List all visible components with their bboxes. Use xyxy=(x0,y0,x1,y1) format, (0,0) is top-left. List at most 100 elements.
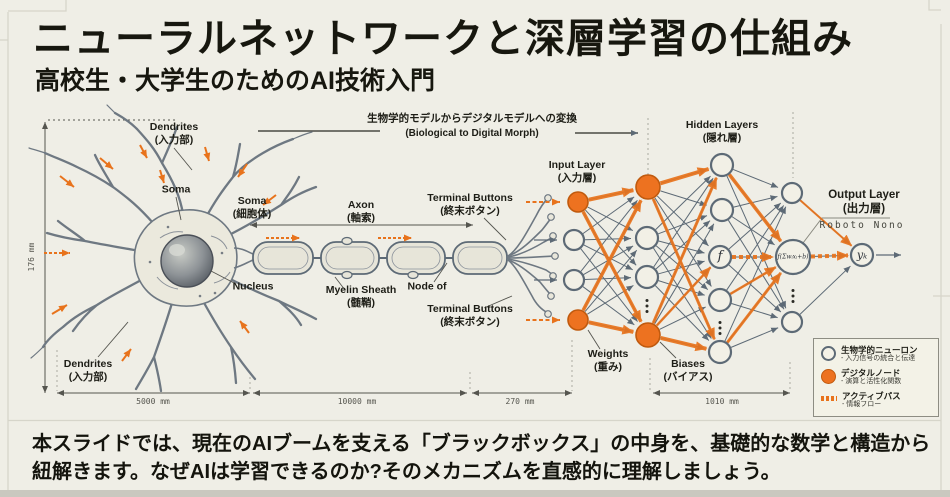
network-edge xyxy=(727,173,783,243)
ellipsis-dot xyxy=(718,326,722,330)
node-of-label: Node of xyxy=(407,280,447,293)
network-edge xyxy=(731,216,775,246)
label-en: Terminal Buttons xyxy=(427,192,513,205)
digital-node xyxy=(635,322,661,348)
label-jp: (終末ボタン) xyxy=(440,205,500,217)
axon-myelin xyxy=(233,236,508,280)
ellipsis-dot xyxy=(791,289,795,292)
label-en: Dendrites xyxy=(149,121,199,134)
network-edges xyxy=(580,168,851,350)
network-edge xyxy=(660,336,708,352)
network-edge xyxy=(588,320,635,335)
height-measurement: 176 mm xyxy=(27,242,37,272)
network-edge xyxy=(584,249,638,312)
label-en: Output Layer xyxy=(828,188,900,201)
label-en: Dendrites xyxy=(63,358,113,371)
legend-title: アクティブパス xyxy=(842,390,901,401)
network-edge xyxy=(658,280,705,296)
neuron-node xyxy=(562,268,586,292)
label-en: Biases xyxy=(671,358,705,371)
label-jp: (出力層) xyxy=(842,203,886,215)
neuron-node xyxy=(774,238,812,276)
label-jp: (入力層) xyxy=(557,172,597,184)
network-edge xyxy=(584,235,632,242)
slide-description: 本スライドでは、現在のAIブームを支える「ブラックボックス」の中身を、基礎的な数… xyxy=(32,433,931,484)
neuron-node xyxy=(707,339,733,365)
network-edge xyxy=(728,202,782,250)
ellipsis-dot xyxy=(645,304,649,308)
network-edge xyxy=(580,199,638,272)
soma-body xyxy=(133,209,238,307)
bottom-strip xyxy=(0,490,950,497)
biological-neuron-swatch-icon xyxy=(821,346,836,361)
dendrites-top-label: Dendrites (入力部) xyxy=(150,121,198,147)
activation-f-label: f xyxy=(717,249,723,265)
network-edge xyxy=(726,271,783,344)
input-layer-label: Input Layer (入力層) xyxy=(549,159,606,185)
label-en: Hidden Layers xyxy=(685,119,759,132)
morph-label-en: (Biological to Digital Morph) xyxy=(405,127,539,139)
digital-node xyxy=(635,174,661,200)
morph-label-jp: 生物学的モデルからデジタルモデルへの変換 xyxy=(367,112,577,125)
legend-item-active-path: アクティブパス - 情報フロー xyxy=(821,391,931,410)
morph-lines xyxy=(258,112,794,178)
terminal-branches xyxy=(507,194,559,318)
legend-desc: - 演算と活性化関数 xyxy=(841,378,902,386)
terminal-buttons-bottom-label: Terminal Buttons (終末ボタン) xyxy=(427,303,513,329)
network-edge xyxy=(651,176,718,324)
axon-label: Axon (軸索) xyxy=(347,199,375,225)
network-edge xyxy=(580,248,638,322)
active-path-swatch-icon xyxy=(821,395,837,401)
ellipsis-dot xyxy=(791,300,795,303)
label-jp: (重み) xyxy=(594,361,622,373)
legend-desc: - 情報フロー xyxy=(842,401,882,409)
leader-lines xyxy=(97,147,890,359)
network-edge xyxy=(731,303,778,319)
soma-label: Soma (細胞体) xyxy=(233,195,272,221)
network-io-arrows xyxy=(526,198,901,324)
hidden-layers-label: Hidden Layers (隠れ層) xyxy=(686,119,758,145)
label-jp: (細胞体) xyxy=(232,208,272,220)
network-edge xyxy=(651,198,716,341)
page-title: ニューラルネットワークと深層学習の仕組み xyxy=(33,17,853,61)
biases-label: Biases (バイアス) xyxy=(664,358,713,384)
network-edge xyxy=(732,168,779,188)
nucleus-shape xyxy=(160,234,214,288)
ellipsis-dot xyxy=(645,310,649,313)
terminal-buttons-top-label: Terminal Buttons (終末ボタン) xyxy=(427,192,513,218)
active-path-edges xyxy=(581,167,853,352)
neuron-node xyxy=(780,181,804,205)
network-edge xyxy=(724,206,787,342)
legend-item-biological-neuron: 生物学的ニューロン - 入力信号の統合と伝達 xyxy=(821,345,931,364)
label-jp: (入力部) xyxy=(154,134,194,146)
dendrites-bottom-label: Dendrites (入力部) xyxy=(64,358,112,384)
ellipsis-dot xyxy=(718,321,722,324)
network-edge xyxy=(729,266,777,295)
legend-item-digital-node: デジタルノード - 演算と活性化関数 xyxy=(821,368,931,387)
network-edge xyxy=(799,265,851,315)
axon-measurement: 10000 mm xyxy=(337,397,377,407)
network-edge xyxy=(585,209,637,266)
neuron-node xyxy=(849,242,875,268)
label-jp: (軸索) xyxy=(347,212,375,224)
label-jp: (髄鞘) xyxy=(346,297,375,309)
network-edge xyxy=(655,266,712,327)
label-jp: (終末ボタン) xyxy=(440,316,500,328)
neuron-node xyxy=(707,287,733,313)
digital-node xyxy=(567,309,589,331)
ellipsis-dot xyxy=(645,299,649,302)
network-edge xyxy=(584,274,632,281)
network-edge xyxy=(659,167,710,186)
label-jp: (バイアス) xyxy=(663,371,713,383)
page-subtitle: 高校生・大学生のためのAI技術入門 xyxy=(35,67,436,95)
label-en: Terminal Buttons xyxy=(427,303,513,316)
network-edge xyxy=(810,250,850,261)
myelin-label: Myelin Sheath (髄鞘) xyxy=(326,284,397,310)
neuron-node xyxy=(562,228,586,252)
dendrite-branches xyxy=(28,104,318,393)
network-edge xyxy=(658,240,705,255)
network-edge xyxy=(581,210,643,323)
dimension-lines xyxy=(42,119,791,396)
